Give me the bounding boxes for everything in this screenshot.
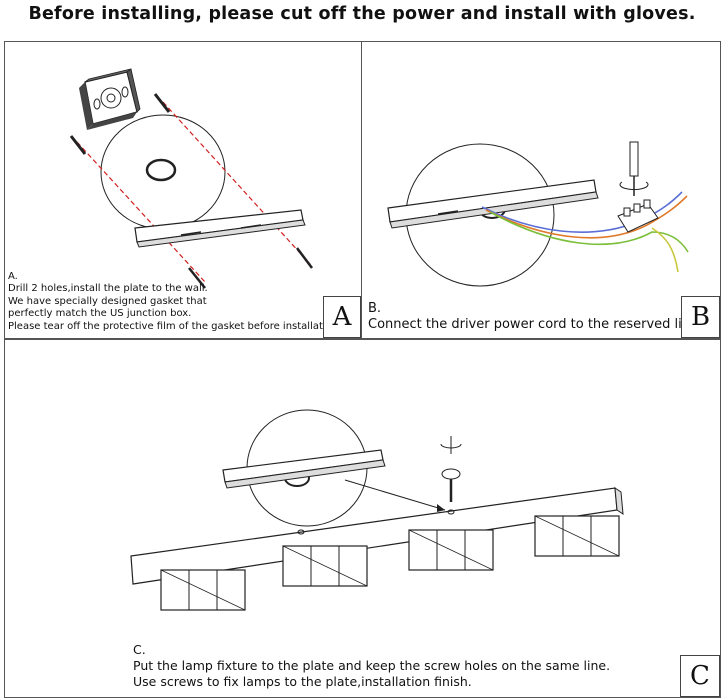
caption-line: Put the lamp fixture to the plate and ke…: [133, 658, 611, 673]
caption-line: A.: [8, 271, 18, 282]
fixing-screw: [440, 436, 462, 502]
caption-line: Please tear off the protective film of t…: [8, 320, 342, 332]
gasket-disk: [100, 114, 226, 230]
caption-line: Drill 2 holes,install the plate to the w…: [8, 283, 208, 295]
junction-box: [79, 68, 141, 130]
caption-line: Connect the driver power cord to the res…: [368, 317, 703, 332]
lamp-heads: [160, 515, 620, 611]
caption-line: Use screws to fix lamps to the plate,ins…: [133, 674, 472, 689]
step-a-caption: A. Drill 2 holes,install the plate to th…: [8, 271, 341, 333]
step-c-caption: C. Put the lamp fixture to the plate and…: [133, 642, 610, 690]
caption-line: C.: [133, 642, 146, 657]
step-letter-c: C: [680, 655, 720, 697]
step-c-panel: C. Put the lamp fixture to the plate and…: [4, 339, 721, 698]
page-title: Before installing, please cut off the po…: [28, 4, 696, 24]
mounting-plate: [222, 449, 386, 489]
step-a-panel: A. Drill 2 holes,install the plate to th…: [4, 41, 362, 339]
mounting-screws: [188, 247, 313, 289]
mounting-plate: [387, 179, 599, 229]
step-b-caption: B. Connect the driver power cord to the …: [368, 301, 702, 333]
power-wires: [481, 191, 689, 273]
step-c-illustration: [130, 409, 624, 611]
terminal-block: [617, 199, 659, 233]
wall-anchors: [69, 93, 171, 155]
arrow-to-fixture: [344, 479, 446, 512]
alignment-guide-lines: [76, 101, 311, 283]
step-a-illustration: [69, 68, 313, 289]
caption-line: We have specially designed gasket that: [8, 295, 207, 307]
step-b-illustration: [387, 141, 689, 287]
step-b-panel: B. Connect the driver power cord to the …: [361, 41, 721, 339]
caption-line: B.: [368, 301, 382, 316]
lamp-fixture-bar: [130, 487, 624, 585]
step-letter-b: B: [681, 296, 720, 338]
mounting-plate: [134, 209, 306, 248]
caption-line: perfectly match the US junction box.: [8, 308, 192, 320]
step-letter-a: A: [323, 296, 361, 338]
screwdriver: [619, 141, 649, 196]
